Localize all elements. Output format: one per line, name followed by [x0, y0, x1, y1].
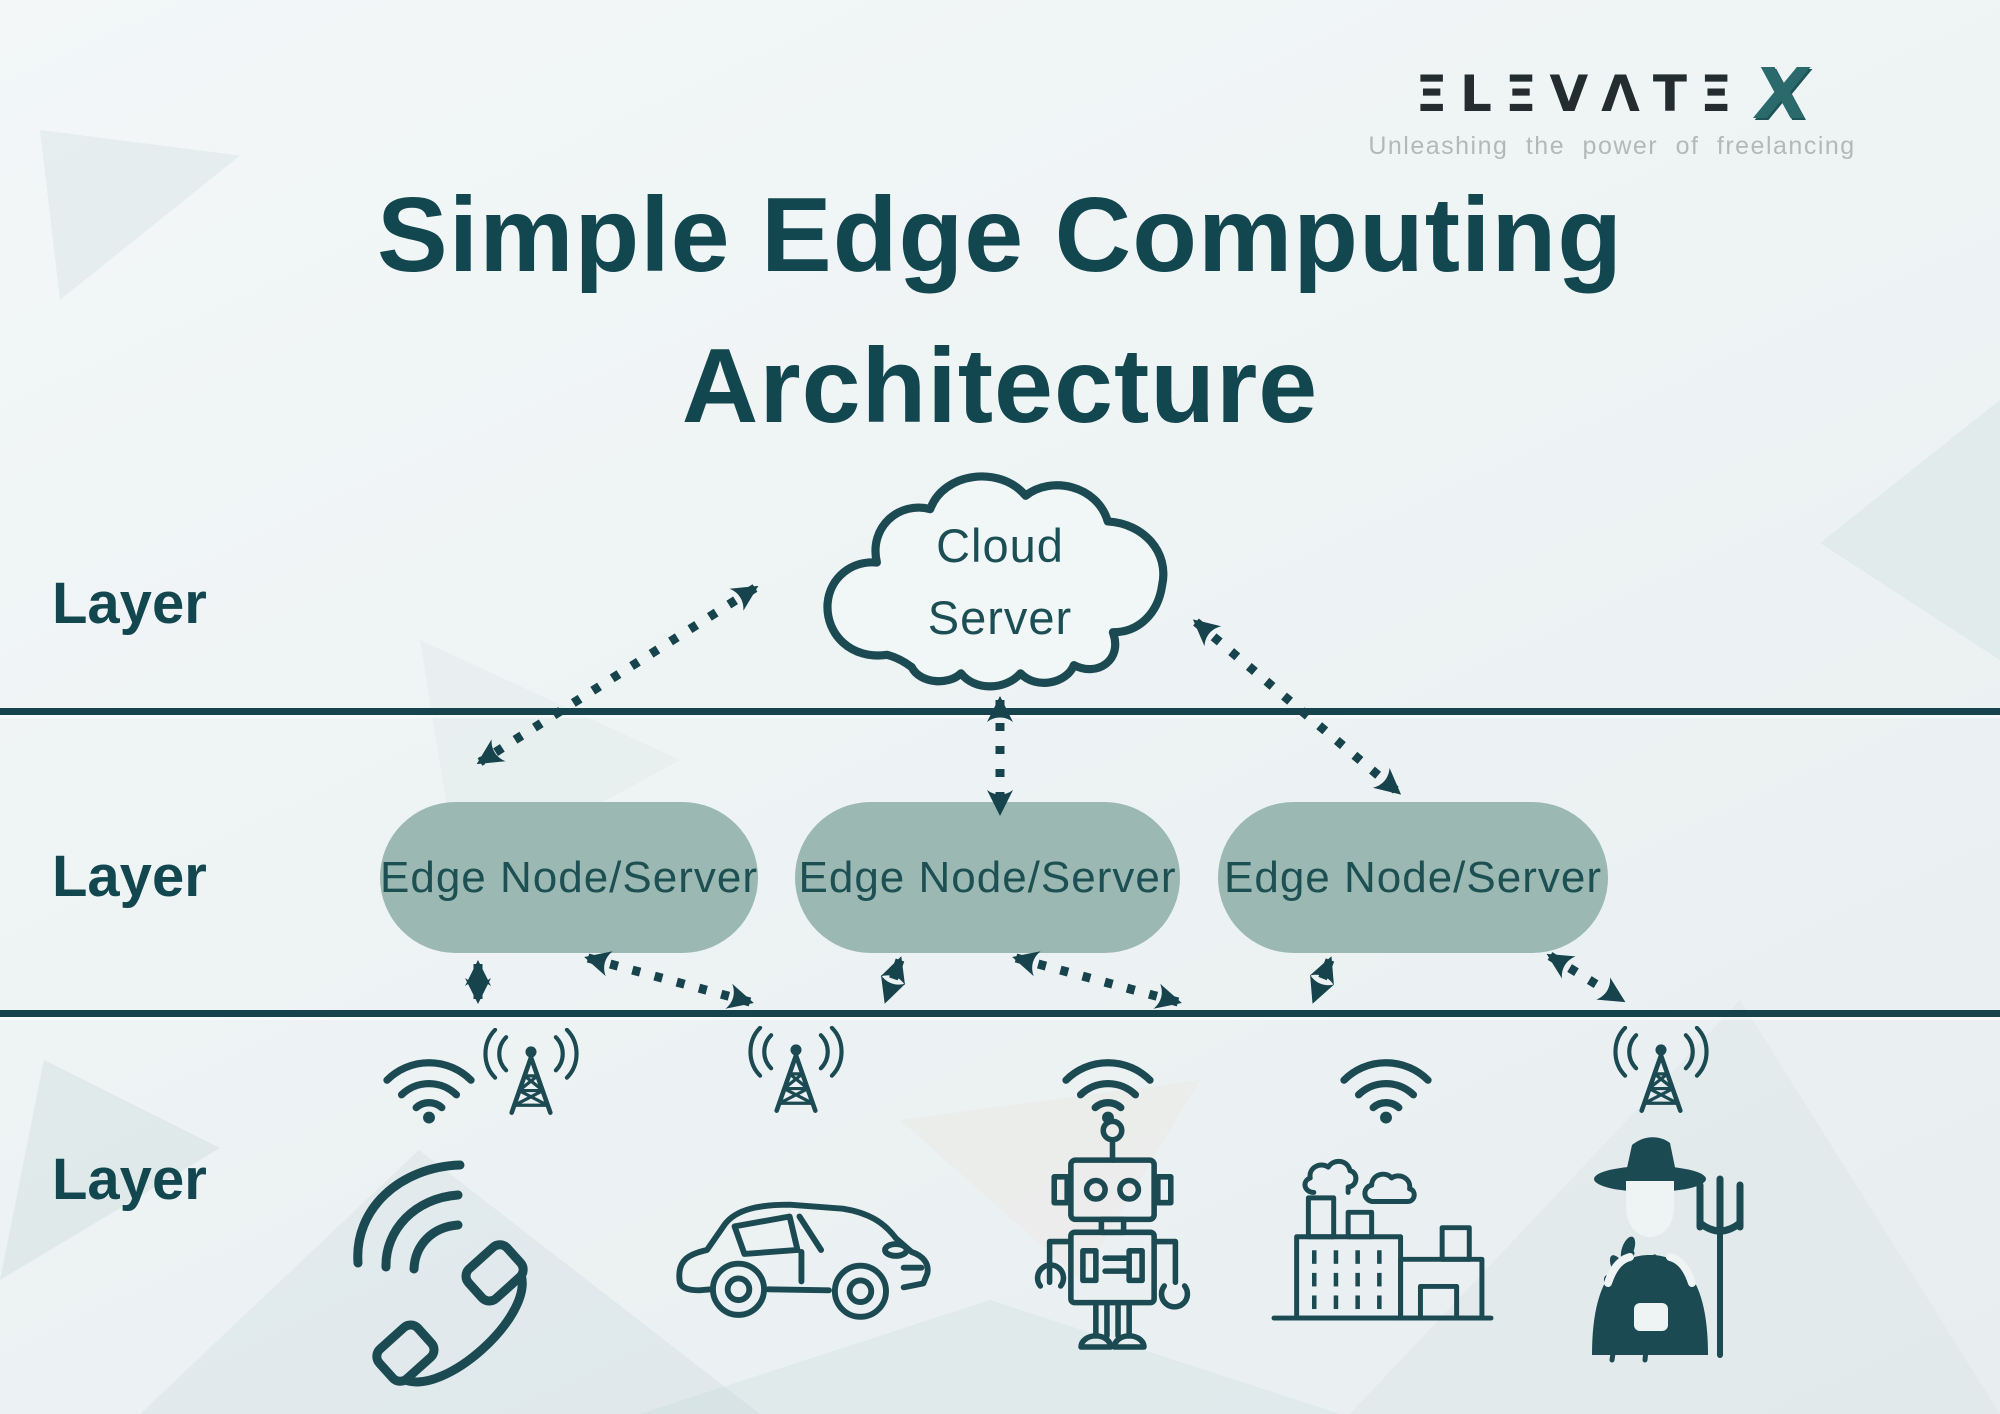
layer-label-device: Layer	[52, 1147, 207, 1212]
arrow-node3-device	[1309, 956, 1335, 1004]
cloud-server-node: Cloud Server	[805, 458, 1195, 708]
cloud-label-line2: Server	[927, 591, 1073, 644]
edge-node-1-label: Edge Node/Server	[380, 852, 758, 902]
layer-divider-bottom	[0, 1010, 2000, 1017]
wifi-icon	[373, 1040, 485, 1124]
page-title: Simple Edge Computing Architecture	[0, 160, 2000, 461]
brand-x-mark: X	[1748, 53, 1815, 135]
cell-tower-icon	[1598, 1026, 1724, 1118]
cell-tower-icon	[733, 1026, 859, 1118]
car-icon	[650, 1163, 945, 1333]
edge-node-3: Edge Node/Server	[1218, 802, 1608, 953]
arrow-node2-device	[880, 956, 906, 1004]
arrow-node3-device-diagonal	[1546, 952, 1626, 1004]
arrow-cloud-node3	[1192, 618, 1402, 796]
page-title-line1: Simple Edge Computing	[377, 176, 1623, 294]
arrow-cloud-node1	[476, 584, 759, 766]
wifi-icon	[1330, 1040, 1442, 1124]
robot-icon	[1020, 1110, 1205, 1362]
layer-divider-top	[0, 708, 2000, 715]
brand-tagline: Unleashing the power of freelancing	[1368, 132, 1856, 160]
cloud-icon	[823, 472, 1168, 691]
brand-logo: ΞLΞVΛTΞ X Unleashing the power of freela…	[1352, 53, 1872, 161]
edge-node-2-label: Edge Node/Server	[798, 852, 1177, 902]
cloud-label-line1: Cloud	[936, 519, 1064, 572]
wifi-icon	[1052, 1040, 1164, 1124]
factory-icon	[1265, 1140, 1500, 1347]
layer-label-edge: Layer	[52, 844, 207, 909]
cell-tower-icon	[468, 1028, 594, 1120]
arrow-node1-device-diagonal	[584, 951, 754, 1009]
farmer-icon	[1550, 1115, 1790, 1365]
edge-node-3-label: Edge Node/Server	[1224, 852, 1602, 902]
arrow-node2-device-diagonal	[1012, 951, 1182, 1009]
edge-node-2: Edge Node/Server	[795, 802, 1180, 953]
brand-wordmark: ΞLΞVΛTΞ	[1415, 65, 1745, 123]
cloud-server-label: Cloud Server	[805, 510, 1195, 654]
edge-node-1: Edge Node/Server	[380, 802, 758, 953]
page-title-line2: Architecture	[681, 326, 1319, 445]
phone-icon	[330, 1145, 570, 1390]
layer-label-cloud: Layer	[52, 571, 207, 636]
